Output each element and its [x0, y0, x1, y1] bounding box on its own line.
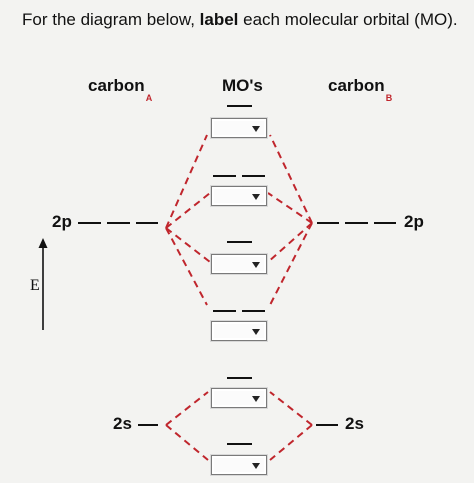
chevron-down-icon — [252, 126, 260, 132]
carbon-b-label: carbon — [328, 76, 385, 95]
correlation-lines-2p — [165, 134, 313, 306]
carbon-b-2s-label: 2s — [345, 414, 364, 433]
chevron-down-icon — [252, 463, 260, 469]
carbon-a-2s-label: 2s — [113, 414, 132, 433]
energy-axis-arrowhead — [38, 238, 48, 248]
mo-label-dropdown-3[interactable] — [211, 254, 267, 274]
carbon-a-2p-label: 2p — [52, 212, 72, 231]
question-suffix: each molecular orbital (MO). — [238, 10, 458, 29]
mo-label-dropdown-6[interactable] — [211, 455, 267, 475]
chevron-down-icon — [252, 262, 260, 268]
carbon-a-header: carbonA — [88, 76, 152, 103]
question-prefix: For the diagram below, — [22, 10, 200, 29]
carbon-a-label: carbon — [88, 76, 145, 95]
carbon-b-subscript: B — [385, 93, 393, 104]
chevron-down-icon — [252, 329, 260, 335]
chevron-down-icon — [252, 396, 260, 402]
chevron-down-icon — [252, 194, 260, 200]
carbon-b-2p-label: 2p — [404, 212, 424, 231]
mo-label-dropdown-4[interactable] — [211, 321, 267, 341]
correlation-lines-2s — [165, 391, 313, 461]
mo-levels — [213, 105, 265, 445]
question-bold: label — [199, 10, 239, 29]
question-text: For the diagram below, label each molecu… — [22, 10, 458, 30]
mo-label-dropdown-1[interactable] — [211, 118, 267, 138]
carbon-a-subscript: A — [145, 93, 153, 104]
mo-label-dropdown-2[interactable] — [211, 186, 267, 206]
energy-axis-label: E — [30, 277, 40, 294]
mos-header: MO's — [222, 76, 263, 95]
carbon-b-header: carbonB — [328, 76, 392, 103]
mo-label-dropdown-5[interactable] — [211, 388, 267, 408]
